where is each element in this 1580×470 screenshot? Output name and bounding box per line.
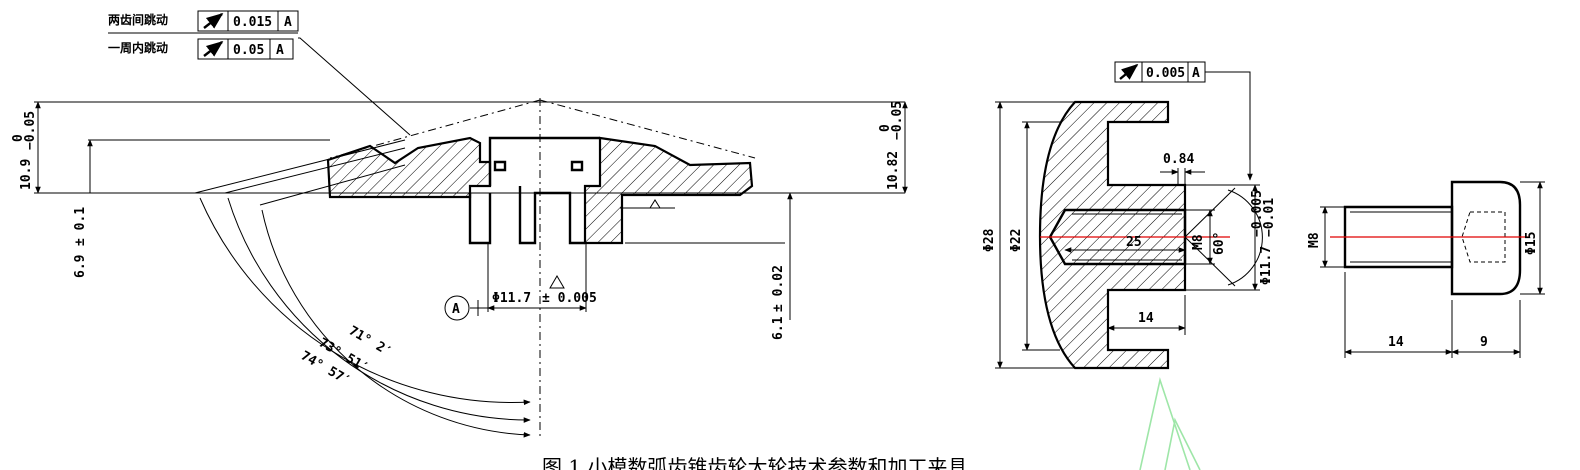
- mounting-tol: ± 0.1: [73, 207, 88, 246]
- screw-drawing: [1320, 180, 1545, 358]
- bore-tol: ± 0.005: [542, 291, 597, 306]
- screw-dimension-texts: M8 Φ15 14 9: [1307, 232, 1539, 350]
- height-left-upper: 0: [11, 134, 26, 142]
- fixture-d084: 0.84: [1163, 152, 1194, 167]
- fixture-d28: Φ28: [982, 228, 997, 252]
- height-left: 10.9: [19, 159, 34, 190]
- screw-d15: Φ15: [1524, 232, 1539, 255]
- fixture-len14: 14: [1138, 311, 1154, 326]
- height-right-upper: 0: [878, 124, 893, 132]
- screw-len9: 9: [1480, 335, 1488, 350]
- fixture-d117-upper: −0.005: [1250, 190, 1265, 237]
- fixture-fcf: 0.005 A: [1114, 61, 1206, 83]
- runout-one-rev-value: 0.05: [233, 43, 264, 58]
- runout-between-teeth-datum: A: [284, 15, 292, 30]
- runout-between-teeth-value: 0.015: [233, 15, 272, 30]
- hub-tol: ± 0.02: [771, 265, 786, 312]
- height-right: 10.82: [886, 151, 901, 190]
- fixture-d117: Φ11.7: [1259, 246, 1274, 285]
- fixture-m8: M8: [1191, 234, 1206, 250]
- height-right-lower: −0.05: [890, 101, 905, 140]
- gear-drawing: [34, 37, 908, 440]
- fixture-runout-value: 0.005: [1146, 66, 1185, 81]
- fixture-len25: 25: [1126, 235, 1142, 250]
- screw-len14: 14: [1388, 335, 1404, 350]
- fixture-angle60: 60°: [1212, 232, 1227, 255]
- height-left-lower: −0.05: [23, 111, 38, 150]
- fixture-d117-lower: −0.01: [1262, 198, 1277, 237]
- fixture-d22: Φ22: [1009, 229, 1024, 252]
- mounting-distance: 6.9: [73, 255, 88, 278]
- fixture-drawing: [995, 71, 1263, 370]
- runout-one-rev-datum: A: [276, 43, 284, 58]
- screw-m8: M8: [1307, 232, 1322, 248]
- watermark-lines: [1139, 377, 1201, 470]
- bore-diameter: Φ11.7: [492, 291, 531, 306]
- fixture-runout-datum: A: [1192, 66, 1200, 81]
- runout-fcf-2: 一周内跳动 0.05 A: [108, 38, 294, 60]
- datum-a: A: [452, 302, 460, 317]
- runout-between-teeth-label: 两齿间跳动: [108, 12, 168, 27]
- runout-fcf-1: 两齿间跳动 0.015 A: [108, 10, 299, 34]
- runout-one-rev-label: 一周内跳动: [108, 40, 168, 55]
- fixture-dimension-texts: Φ28 Φ22 0.84 25 M8 60° Φ11.7 −0.005 −0.0…: [982, 152, 1277, 326]
- hub-height: 6.1: [771, 316, 786, 340]
- figure-caption: 图 1 小模数弧齿锥齿轮大轮技术参数和加工夹具: [542, 455, 967, 470]
